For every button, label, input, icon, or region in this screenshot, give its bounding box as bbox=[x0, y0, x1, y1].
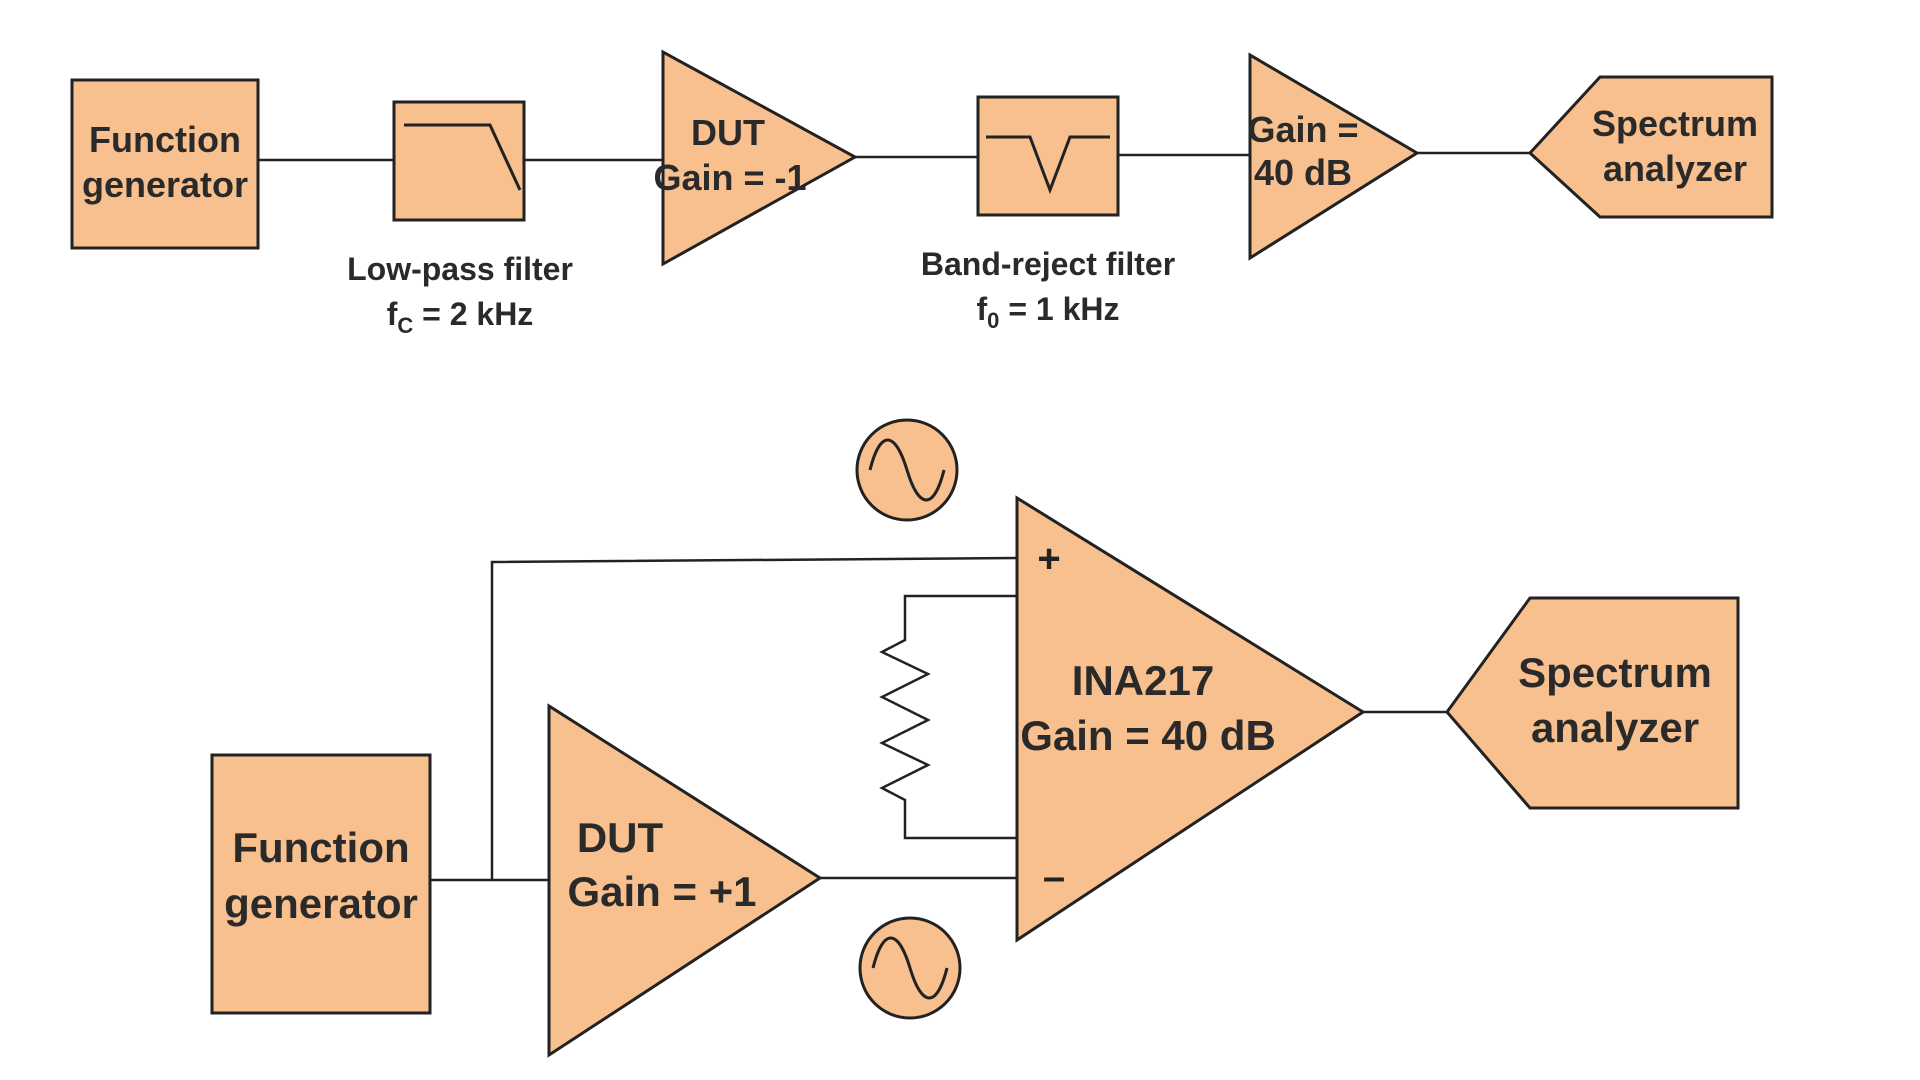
dut-gain-label: Gain = +1 bbox=[567, 868, 756, 915]
dut-label: DUT bbox=[691, 112, 765, 153]
ina217-label: INA217 bbox=[1072, 657, 1214, 704]
low-pass-filter-label: Low-pass filter bbox=[347, 251, 573, 287]
amplifier-gain-label: Gain = bbox=[1247, 109, 1358, 150]
spectrum-analyzer-label-line1: Spectrum bbox=[1518, 649, 1712, 696]
dut-gain-label: Gain = -1 bbox=[653, 157, 806, 198]
band-reject-response-icon bbox=[986, 135, 1110, 195]
wire-reference-to-plus-input bbox=[490, 556, 1018, 880]
low-pass-filter-param: fC = 2 kHz bbox=[387, 296, 534, 338]
gain-resistor-wire bbox=[879, 594, 1017, 840]
low-pass-response-icon bbox=[404, 123, 522, 191]
dut-inverting-amplifier bbox=[661, 49, 859, 267]
spectrum-analyzer-block bbox=[1527, 75, 1774, 219]
ina217-instrumentation-amplifier bbox=[1015, 495, 1366, 943]
sine-wave-source-icon bbox=[858, 916, 962, 1020]
inverting-input-sign: – bbox=[1043, 855, 1065, 899]
top-signal-chain: Function generator Low-pass filter fC = … bbox=[70, 49, 1774, 338]
spectrum-analyzer-block bbox=[1445, 596, 1740, 810]
spectrum-analyzer-label-line1: Spectrum bbox=[1592, 103, 1758, 144]
band-reject-filter-block bbox=[976, 95, 1120, 217]
dut-label: DUT bbox=[577, 814, 664, 861]
dut-follower-amplifier bbox=[547, 703, 823, 1058]
spectrum-analyzer-label-line2: analyzer bbox=[1603, 148, 1747, 189]
function-generator-label-line1: Function bbox=[89, 119, 241, 160]
band-reject-filter-param: f0 = 1 kHz bbox=[977, 291, 1120, 333]
function-generator-label-line2: generator bbox=[224, 880, 418, 927]
function-generator-block bbox=[210, 753, 432, 1015]
non-inverting-input-sign: + bbox=[1037, 537, 1060, 581]
ina217-gain-label: Gain = 40 dB bbox=[1020, 712, 1276, 759]
bottom-signal-chain: Function generator DUT Gain = +1 + – INA… bbox=[210, 418, 1740, 1058]
low-pass-filter-block bbox=[392, 100, 526, 222]
sine-wave-source-icon bbox=[855, 418, 959, 522]
function-generator-block bbox=[70, 78, 260, 250]
spectrum-analyzer-label-line2: analyzer bbox=[1531, 704, 1699, 751]
function-generator-label-line2: generator bbox=[82, 164, 248, 205]
gain-amplifier bbox=[1248, 52, 1420, 261]
amplifier-gain-value: 40 dB bbox=[1254, 152, 1352, 193]
function-generator-label-line1: Function bbox=[232, 824, 409, 871]
band-reject-filter-label: Band-reject filter bbox=[921, 246, 1175, 282]
